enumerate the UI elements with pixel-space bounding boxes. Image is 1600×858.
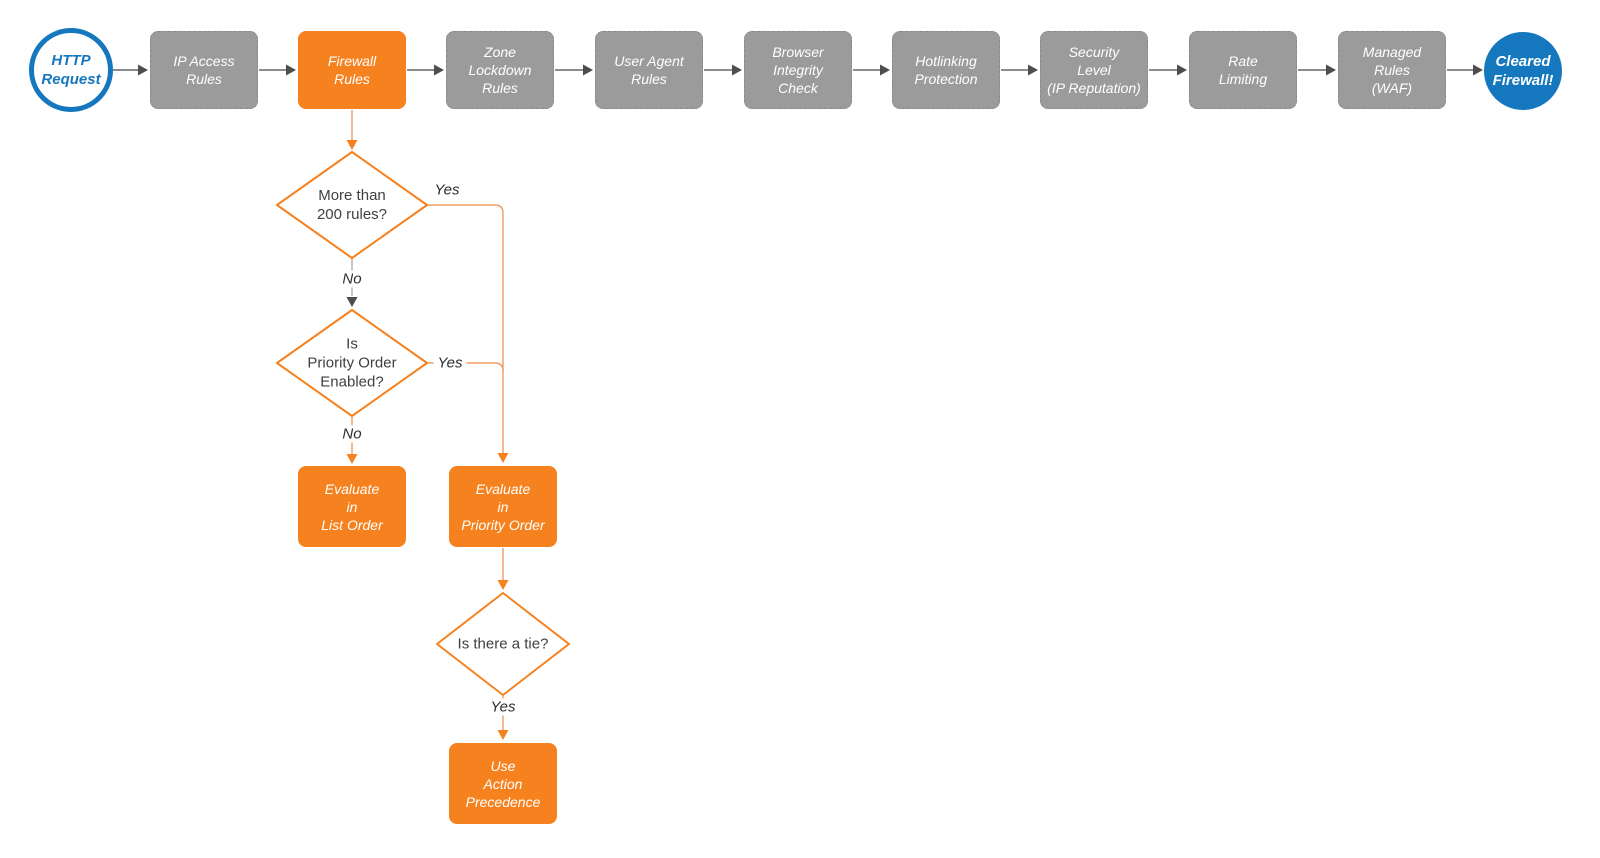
decision-label-is-there-a-tie: Is there a tie? [457, 635, 549, 653]
decision-label-priority-order-enabled: Is Priority Order Enabled? [307, 335, 397, 391]
pipeline-step-ip-access-rules: IP Access Rules [150, 31, 258, 109]
start-node-http-request: HTTP Request [29, 28, 113, 112]
pipeline-step-hotlinking-protection: Hotlinking Protection [892, 31, 1000, 109]
pipeline-step-managed-rules-waf: Managed Rules (WAF) [1338, 31, 1446, 109]
diamond-priority-order-enabled [276, 309, 428, 417]
branch-arrowheads-orange [346, 140, 509, 740]
decision-diamonds [276, 151, 570, 696]
edge-label-d1-yes: Yes [430, 181, 464, 199]
pipeline-step-user-agent-rules: User Agent Rules [595, 31, 703, 109]
action-evaluate-in-priority-order: Evaluate in Priority Order [449, 466, 557, 547]
pipeline-step-firewall-rules: Firewall Rules [298, 31, 406, 109]
edge-d2-yes-join [427, 362, 504, 372]
edge-label-d2-no: No [338, 425, 366, 443]
action-evaluate-in-list-order: Evaluate in List Order [298, 466, 406, 547]
diamond-more-than-200-rules [276, 151, 428, 259]
decision-label-more-than-200-rules: More than 200 rules? [316, 187, 388, 223]
action-use-action-precedence: Use Action Precedence [449, 743, 557, 824]
end-node-cleared-firewall: Cleared Firewall! [1484, 32, 1562, 110]
edge-label-d3-yes: Yes [486, 698, 520, 716]
pipeline-arrowheads [138, 64, 1483, 76]
edge-d1-no-arrowhead [346, 297, 358, 307]
pipeline-step-browser-integrity-check: Browser Integrity Check [744, 31, 852, 109]
edge-label-d2-yes: Yes [433, 354, 467, 372]
pipeline-step-security-level: Security Level (IP Reputation) [1040, 31, 1148, 109]
branch-arrows-orange [351, 110, 504, 730]
pipeline-step-rate-limiting: Rate Limiting [1189, 31, 1297, 109]
diamond-is-there-a-tie [436, 592, 570, 696]
edge-label-d1-no: No [338, 270, 366, 288]
edge-d1-yes-trunk [427, 204, 504, 453]
pipeline-step-zone-lockdown-rules: Zone Lockdown Rules [446, 31, 554, 109]
